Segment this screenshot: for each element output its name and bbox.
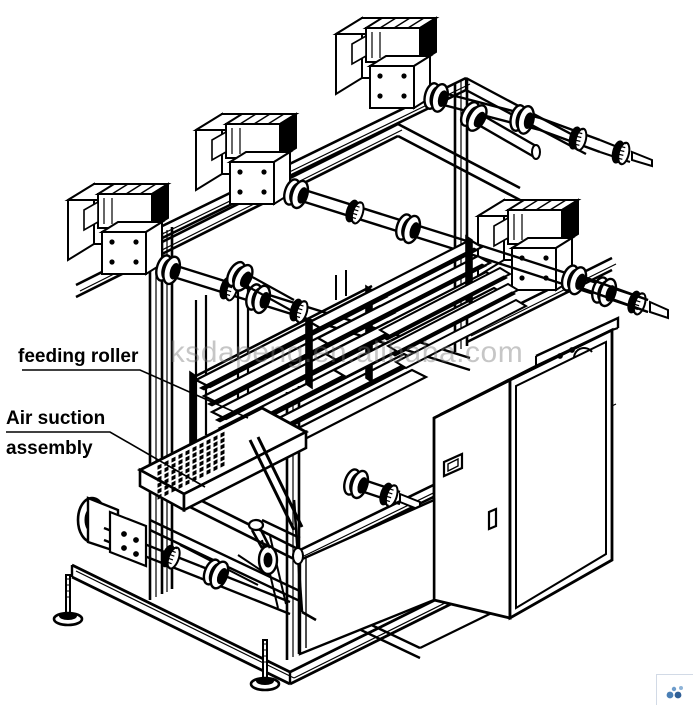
tension-lever bbox=[292, 499, 317, 622]
shaft-stub-mid bbox=[221, 257, 295, 313]
lower-pulley bbox=[247, 518, 279, 576]
image-corner-badge bbox=[656, 674, 693, 705]
bottom-left-roller-block bbox=[76, 496, 201, 580]
front-lower-panel bbox=[298, 498, 436, 656]
roller-nest-right bbox=[377, 266, 529, 370]
perforation-pattern bbox=[157, 431, 225, 500]
shaft-front-lower bbox=[339, 465, 421, 512]
bottom-mid-roller bbox=[199, 555, 291, 616]
callout-leader-lines bbox=[6, 369, 249, 488]
leader-air-suction bbox=[6, 431, 206, 488]
leader-feeding-roller bbox=[22, 369, 249, 419]
shaft-right-motor bbox=[557, 261, 649, 314]
callout-label-air-suction-line1: Air suction bbox=[6, 408, 106, 429]
shaft-stub-upper bbox=[455, 97, 541, 160]
corner-dots-icon bbox=[666, 686, 683, 699]
electrical-control-cabinet bbox=[432, 316, 620, 621]
callout-label-feeding-roller: feeding roller bbox=[18, 346, 139, 367]
callout-label-air-suction-line2: assembly bbox=[6, 438, 93, 459]
